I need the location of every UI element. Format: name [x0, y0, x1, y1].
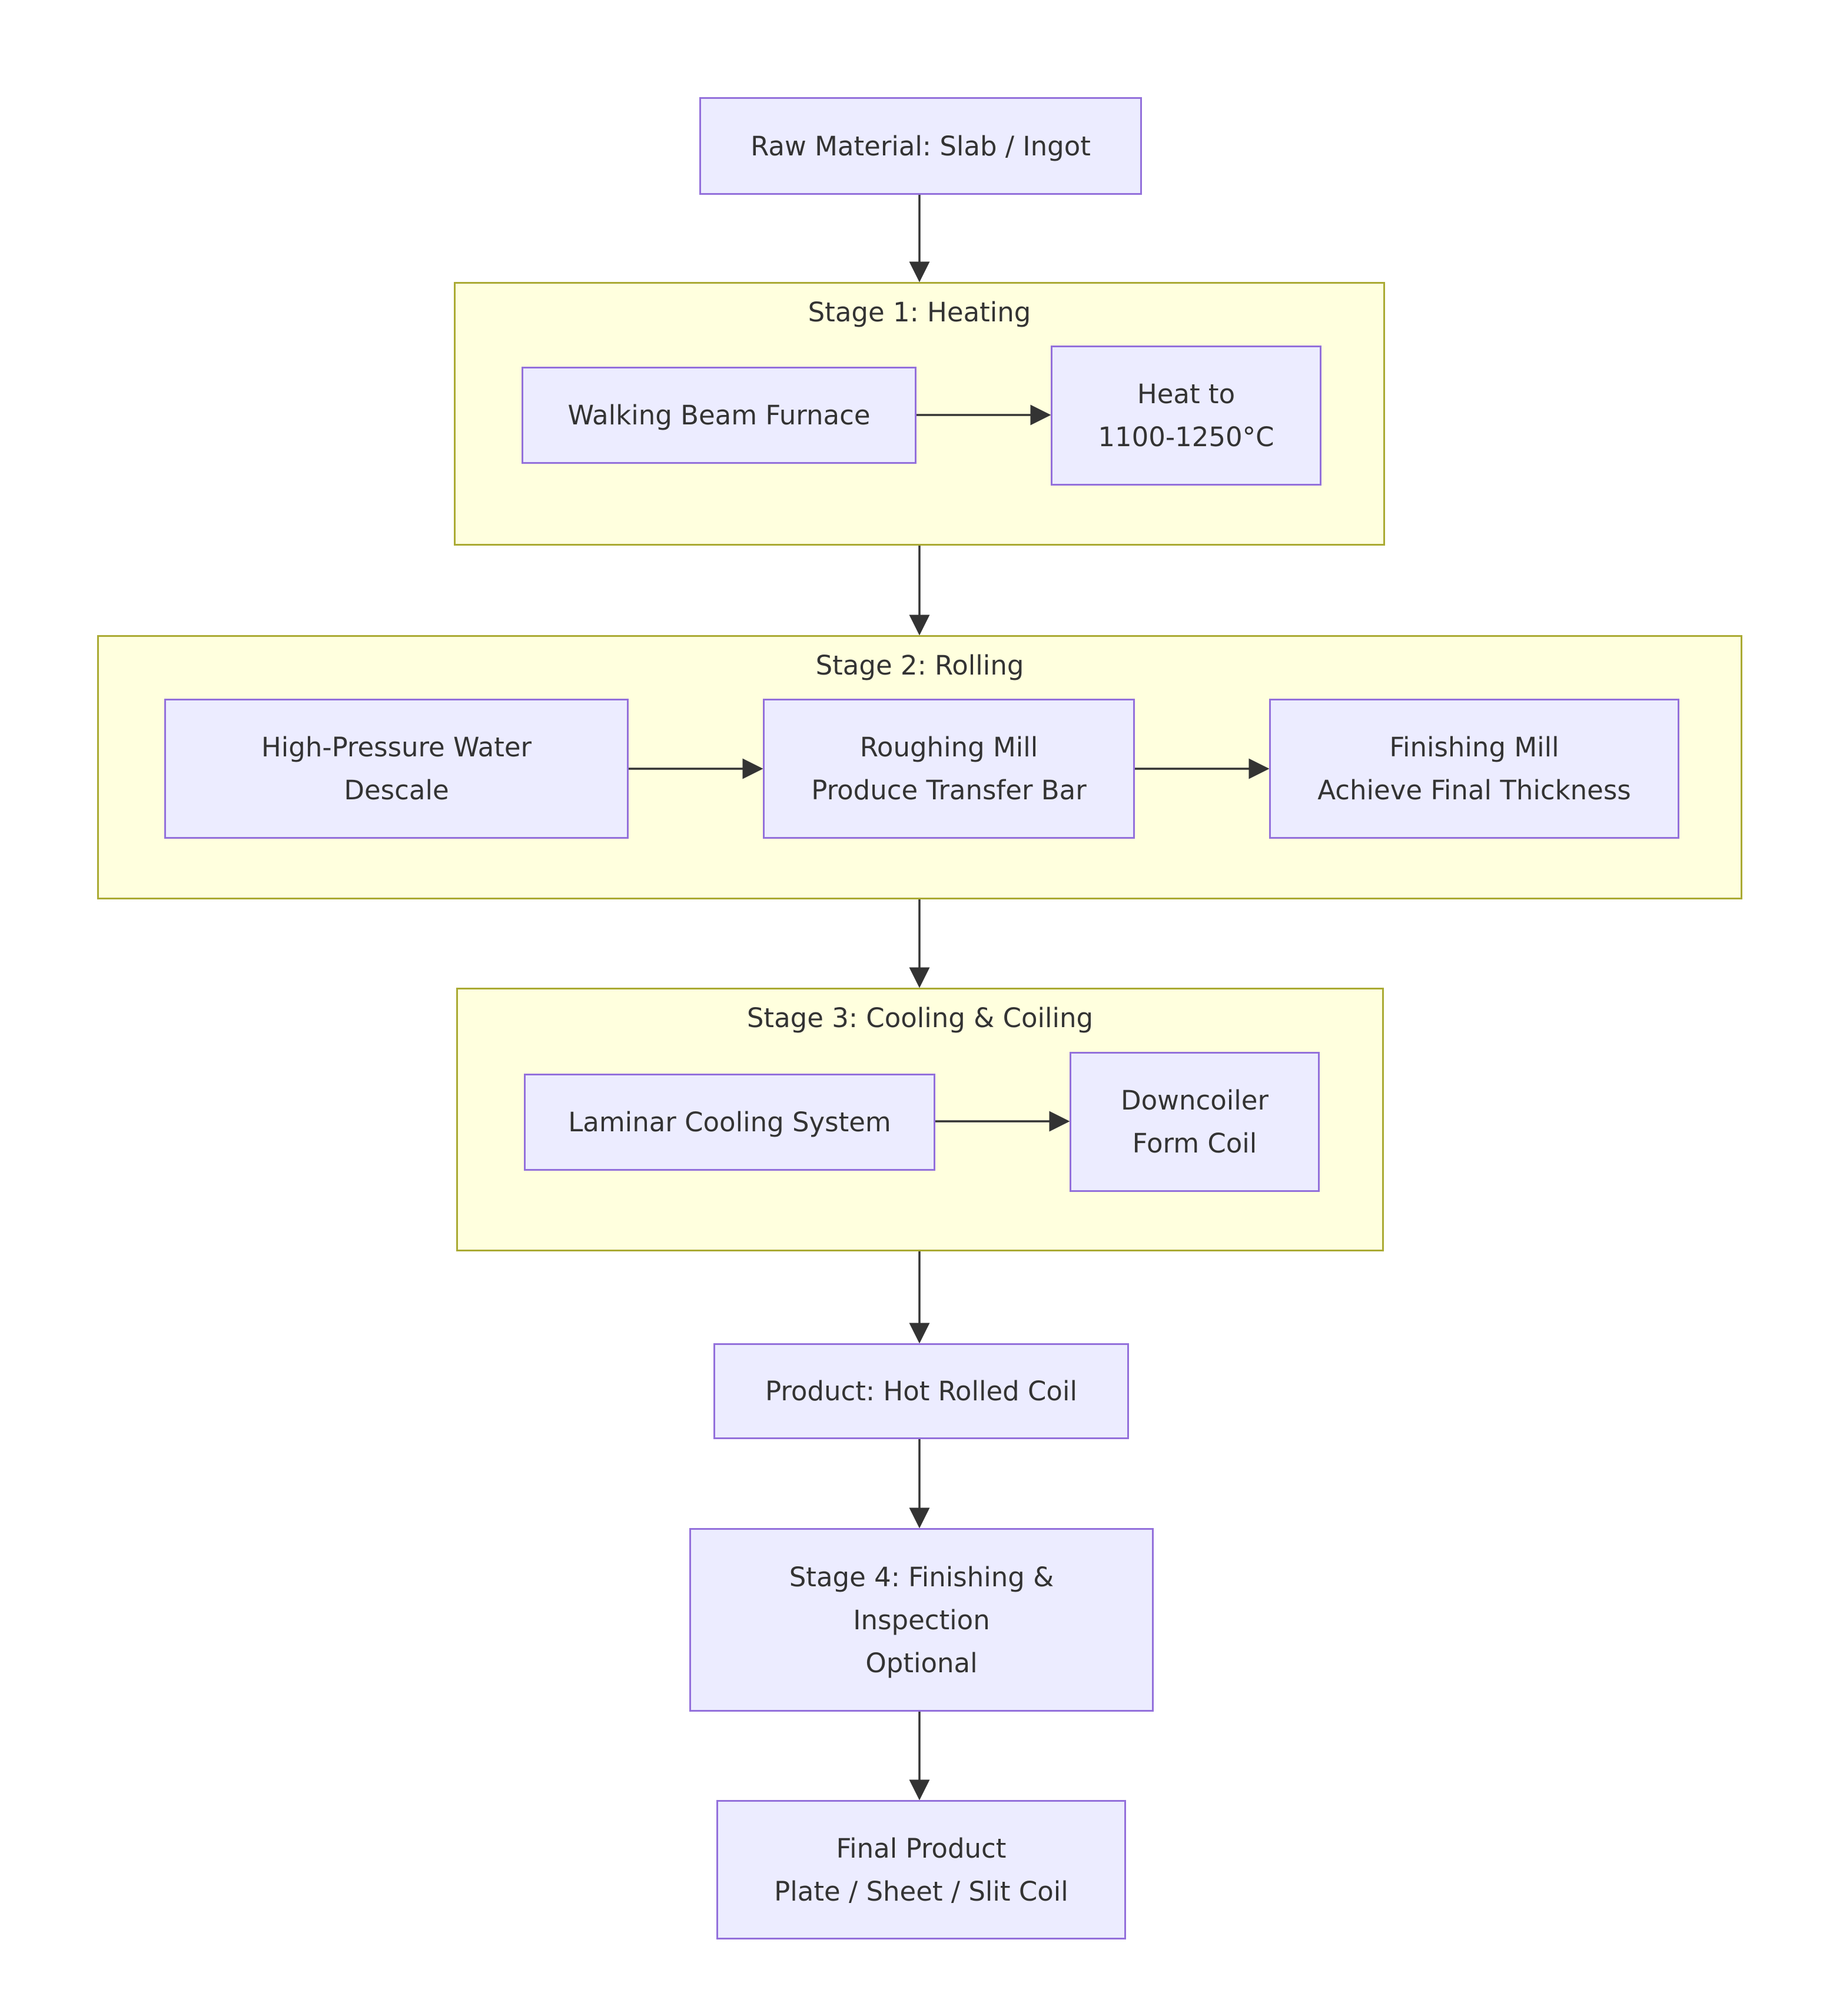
raw-material-label: Raw Material: Slab / Ingot [751, 130, 1091, 162]
laminar-cooling-node: Laminar Cooling System [524, 1074, 935, 1171]
final-product-node: Final Product Plate / Sheet / Slit Coil [716, 1800, 1126, 1939]
stage4-finishing-inspection-node: Stage 4: Finishing & Inspection Optional [689, 1528, 1154, 1712]
descale-label: High-Pressure Water Descale [261, 732, 532, 806]
roughing-mill-node: Roughing Mill Produce Transfer Bar [763, 699, 1135, 839]
finishing-mill-label: Finishing Mill Achieve Final Thickness [1317, 732, 1631, 806]
stage-rolling-title: Stage 2: Rolling [815, 650, 1024, 681]
downcoiler-label: Downcoiler Form Coil [1121, 1085, 1269, 1159]
heat-to-temperature-label: Heat to 1100-1250°C [1098, 378, 1274, 453]
raw-material-node: Raw Material: Slab / Ingot [699, 97, 1142, 195]
laminar-cooling-label: Laminar Cooling System [568, 1107, 891, 1138]
hot-rolled-coil-label: Product: Hot Rolled Coil [765, 1376, 1077, 1407]
downcoiler-node: Downcoiler Form Coil [1070, 1052, 1320, 1192]
stage-cooling-coiling-title: Stage 3: Cooling & Coiling [746, 1002, 1094, 1034]
final-product-label: Final Product Plate / Sheet / Slit Coil [774, 1832, 1068, 1907]
stage-heating-title: Stage 1: Heating [808, 297, 1031, 328]
descale-node: High-Pressure Water Descale [164, 699, 629, 839]
roughing-mill-label: Roughing Mill Produce Transfer Bar [811, 732, 1087, 806]
heat-to-temperature-node: Heat to 1100-1250°C [1051, 346, 1321, 486]
finishing-mill-node: Finishing Mill Achieve Final Thickness [1269, 699, 1679, 839]
hot-rolled-coil-node: Product: Hot Rolled Coil [713, 1343, 1129, 1439]
walking-beam-furnace-label: Walking Beam Furnace [567, 400, 871, 431]
walking-beam-furnace-node: Walking Beam Furnace [522, 367, 917, 464]
stage4-finishing-inspection-label: Stage 4: Finishing & Inspection Optional [789, 1561, 1054, 1679]
